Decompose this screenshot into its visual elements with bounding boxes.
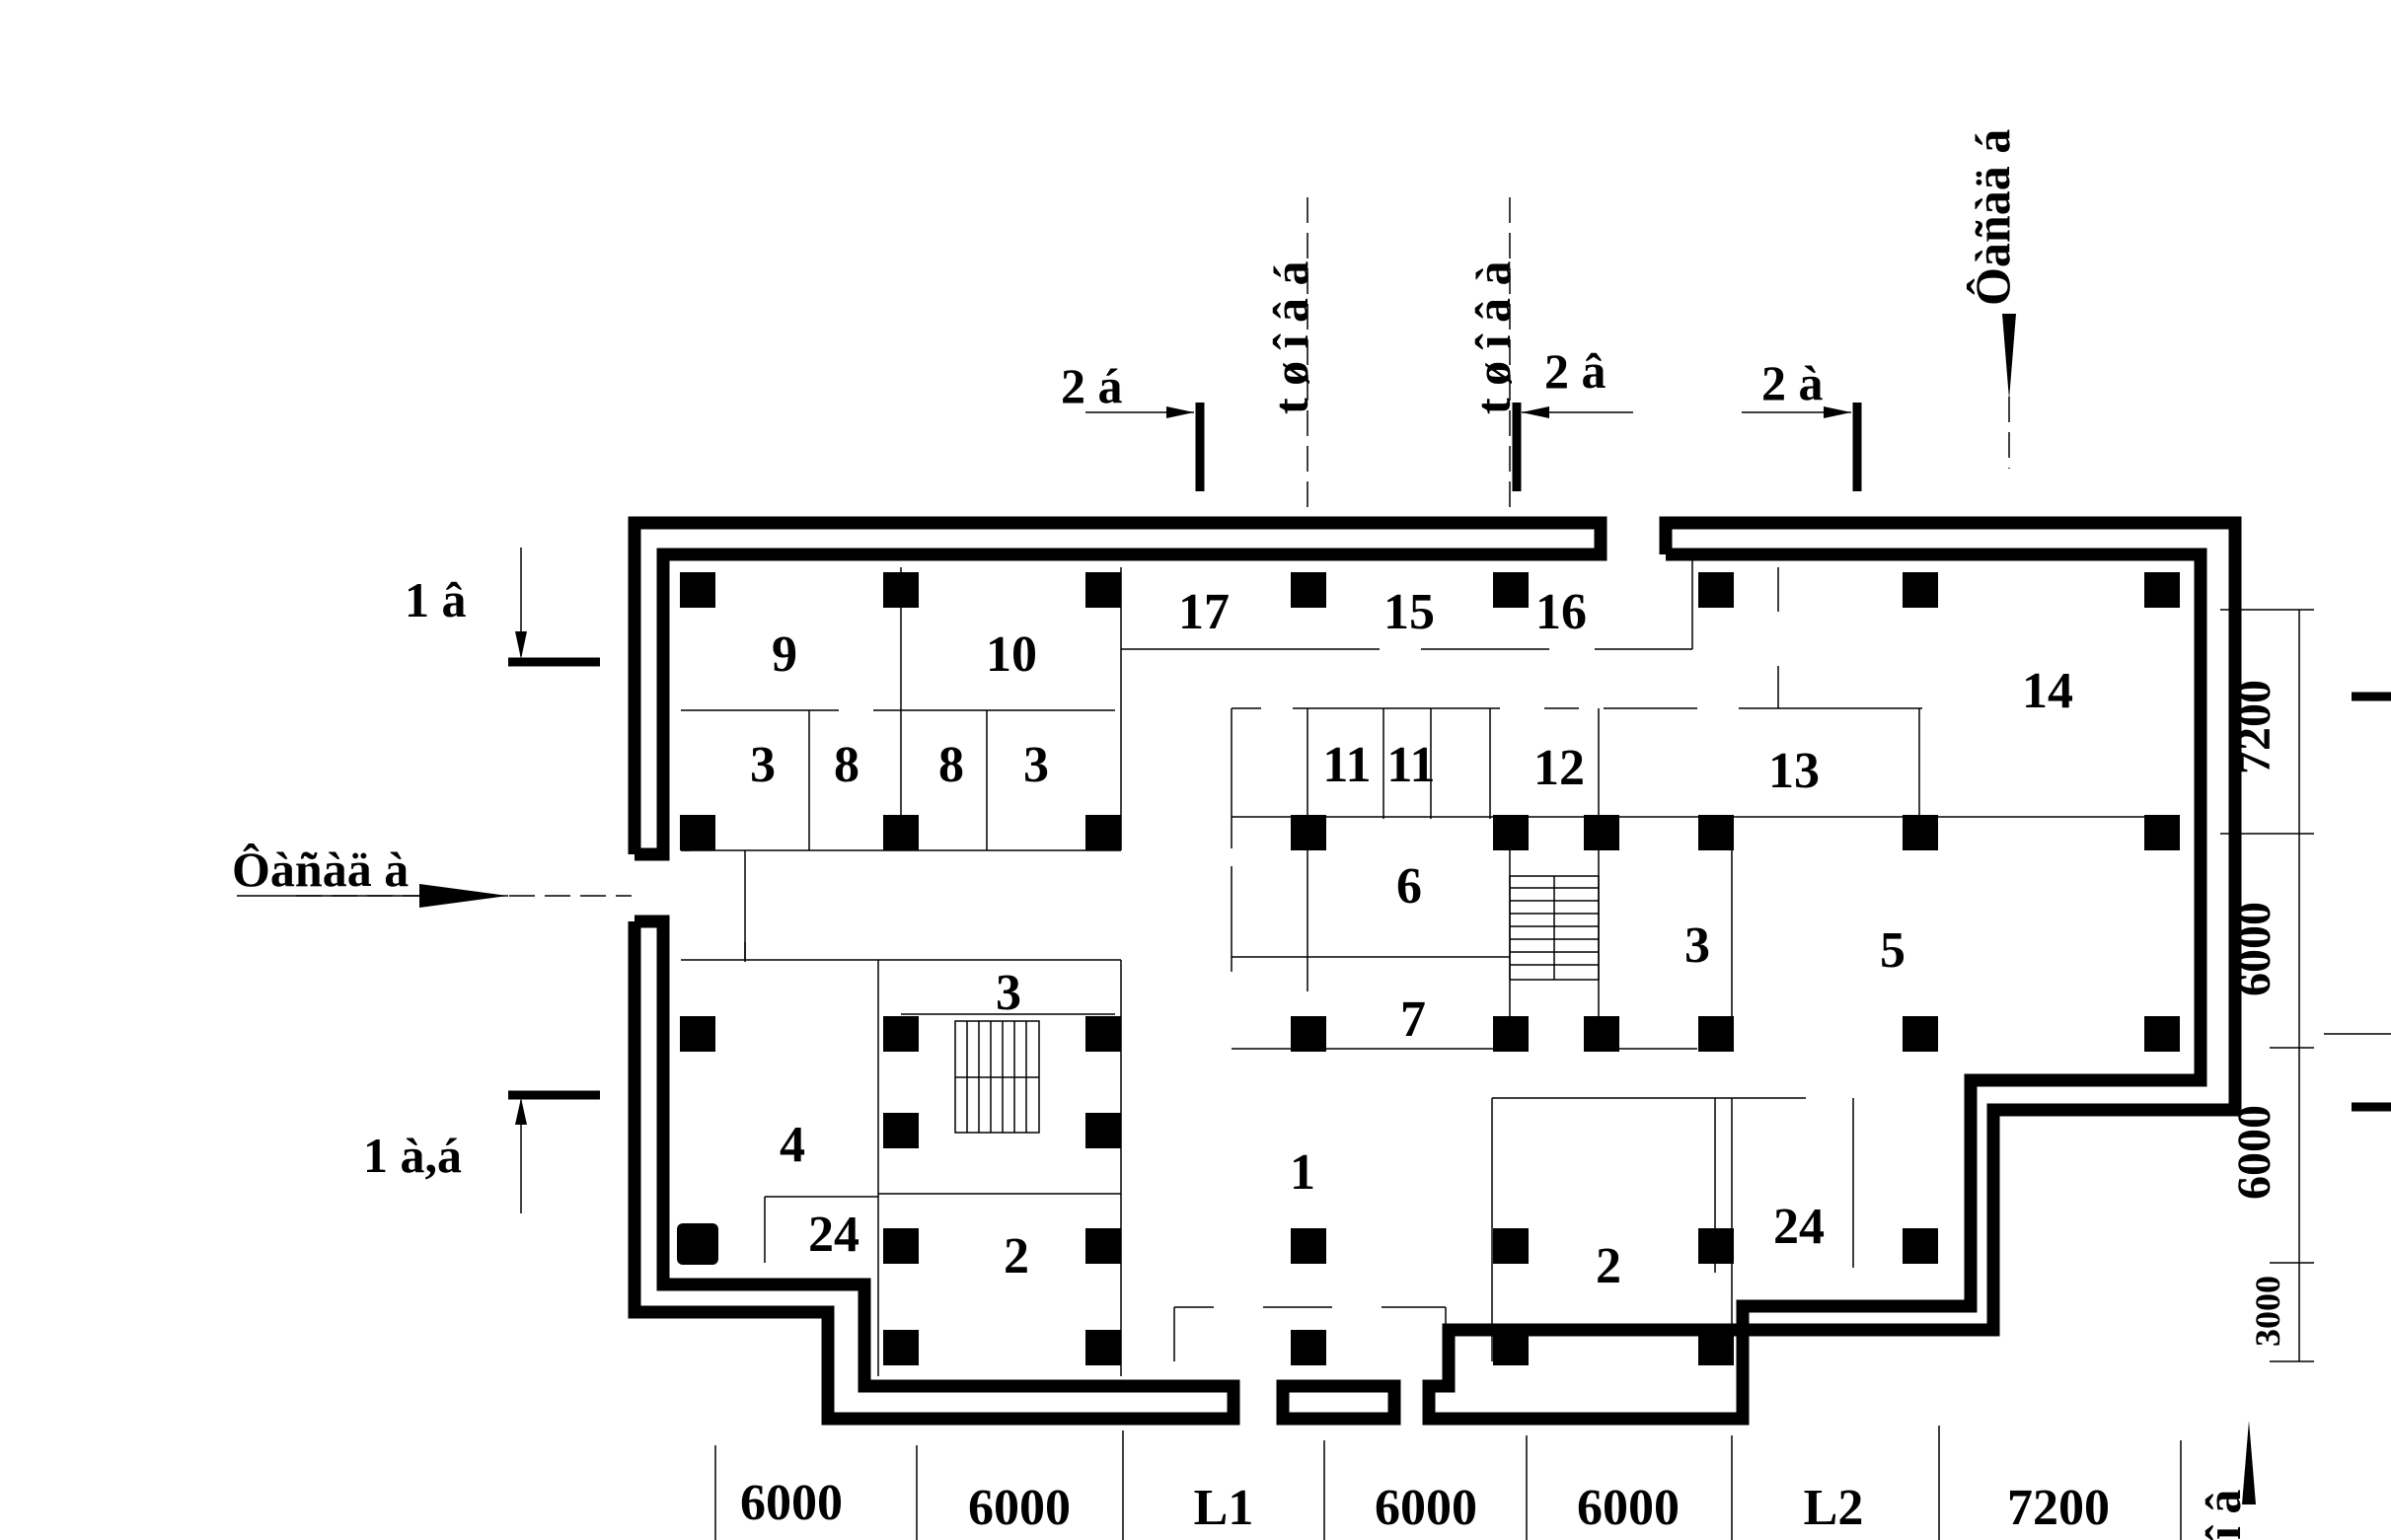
room-label-8: 8 [834, 737, 859, 793]
room-label-3: 3 [996, 965, 1021, 1021]
room-labels: 9 10 17 15 16 14 3 8 8 3 11 11 12 13 6 7… [750, 584, 2073, 1294]
dimension-bottom-2: 6000 [968, 1480, 1071, 1536]
dimension-right-3: 6000 [2228, 1105, 2280, 1200]
room-label-3: 3 [750, 737, 776, 793]
room-label-1: 1 [1290, 1144, 1315, 1201]
dimension-bottom-7: 7200 [2007, 1480, 2110, 1536]
corner-mark-label: î â [2196, 1490, 2251, 1540]
room-label-3: 3 [1023, 737, 1049, 793]
dimension-lines-bottom [714, 1426, 2182, 1540]
interior-partitions [681, 554, 2168, 1376]
axis-b-label: t ø î â à [1465, 260, 1521, 414]
dimension-bottom-6: L2 [1804, 1480, 1864, 1536]
section-labels: 1 â 1 à,á 2 á 2 â 2 à Ôàñàä à Ôàñàä á t … [232, 129, 2251, 1540]
corner-arrow [2242, 1421, 2256, 1504]
dimension-right-2: 6000 [2228, 902, 2280, 996]
room-label-11: 11 [1386, 737, 1435, 793]
room-label-7: 7 [1400, 991, 1426, 1048]
section-2a-label: 2 á [1061, 358, 1123, 413]
room-label-4: 4 [780, 1117, 805, 1173]
room-label-14: 14 [2022, 663, 2073, 719]
outer-walls [628, 516, 2242, 1426]
room-label-5: 5 [1880, 922, 1905, 979]
axis-lines [296, 197, 2010, 897]
room-label-12: 12 [1533, 740, 1585, 796]
room-label-24: 24 [1773, 1199, 1825, 1255]
stairs-left [954, 1020, 1040, 1134]
gate-top-label: Ôàñàä á [1965, 129, 2020, 306]
gate-main-label: Ôàñàä à [232, 842, 409, 897]
room-label-2: 2 [1596, 1238, 1621, 1294]
room-label-10: 10 [986, 626, 1037, 683]
room-label-8: 8 [938, 737, 964, 793]
room-label-15: 15 [1383, 584, 1435, 640]
gate-main-arrow [237, 884, 508, 908]
section-2c-label: 2 à [1761, 355, 1824, 410]
room-label-13: 13 [1768, 743, 1820, 799]
section-2b-label: 2 â [1544, 343, 1606, 399]
room-label-17: 17 [1178, 584, 1230, 640]
dimension-bottom-3: L1 [1194, 1480, 1254, 1536]
room-label-2: 2 [1004, 1228, 1029, 1284]
section-1-bottom-label: 1 à,á [363, 1128, 462, 1183]
columns [677, 572, 2180, 1365]
dimension-bottom-5: 6000 [1577, 1480, 1680, 1536]
room-label-6: 6 [1396, 858, 1422, 915]
stairs-right [1509, 875, 1600, 981]
room-label-9: 9 [772, 626, 797, 683]
dimension-labels-right: 7200 6000 6000 3000 [2228, 680, 2287, 1347]
room-label-11: 11 [1322, 737, 1371, 793]
axis-a-label: t ø î â á [1263, 260, 1318, 414]
section-cut-marks [508, 403, 2391, 1213]
room-label-24: 24 [808, 1207, 859, 1263]
dimension-bottom-4: 6000 [1375, 1480, 1477, 1536]
dimension-bottom-1: 6000 [740, 1475, 843, 1531]
dimension-right-1: 7200 [2228, 680, 2280, 774]
section-1-top-label: 1 â [405, 572, 467, 627]
gate-top-arrow [2002, 314, 2016, 400]
room-label-16: 16 [1535, 584, 1587, 640]
dimension-labels-bottom: 6000 6000 L1 6000 6000 L2 7200 [740, 1475, 2110, 1536]
dimension-lines-right [2220, 609, 2391, 1362]
room-label-3: 3 [1684, 917, 1710, 974]
dimension-right-4: 3000 [2248, 1276, 2287, 1347]
